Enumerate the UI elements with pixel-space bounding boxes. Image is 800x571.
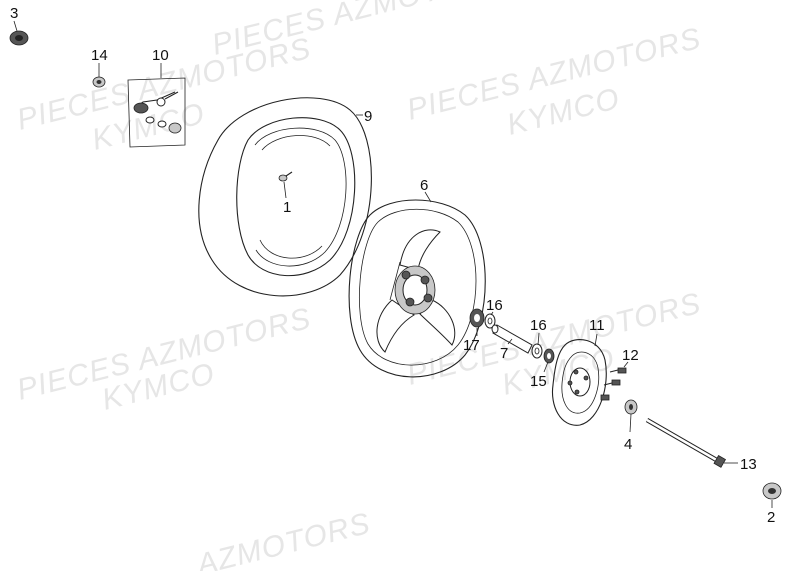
part-12-bolts	[600, 367, 627, 401]
part-7-collar	[491, 324, 533, 354]
callout-1: 1	[283, 199, 291, 216]
callout-9: 9	[364, 108, 372, 125]
watermark-text: PIECES AZMOTORS	[209, 0, 510, 62]
callout-7: 7	[500, 345, 508, 362]
part-4-spacer	[624, 399, 638, 415]
part-15-bearing	[543, 348, 555, 364]
callout-labels: 3 14 10 9 1 6 16 17 7 16 15 11 12 4 13 2	[10, 5, 775, 526]
callout-16: 16	[486, 297, 503, 314]
part-6-rim	[348, 199, 486, 378]
part-2-nut	[762, 482, 782, 500]
callout-2: 2	[767, 509, 775, 526]
part-1-valve	[278, 171, 293, 182]
callout-4: 4	[624, 436, 632, 453]
callout-14: 14	[91, 47, 108, 64]
part-13-axle	[645, 418, 727, 468]
watermark-layer: PIECES AZMOTORS KYMCO PIECES AZMOTORS KY…	[14, 0, 705, 571]
callout-15: 15	[530, 373, 547, 390]
part-16-seal	[531, 343, 543, 359]
part-17-bearing	[469, 308, 485, 328]
callout-17: 17	[463, 337, 480, 354]
leader-lines	[13, 20, 773, 508]
callout-6: 6	[420, 177, 428, 194]
part-10-valve-kit	[127, 77, 186, 148]
callout-12: 12	[622, 347, 639, 364]
callout-3: 3	[10, 5, 18, 22]
callout-13: 13	[740, 456, 757, 473]
callout-16: 16	[530, 317, 547, 334]
watermark-text: AZMOTORS	[192, 507, 374, 571]
callout-11: 11	[589, 317, 605, 334]
part-16-seal	[484, 313, 496, 329]
part-3-nut	[9, 30, 29, 46]
part-14-cap	[92, 76, 106, 88]
part-9-tire	[198, 97, 372, 297]
part-11-brake-disc	[551, 339, 607, 426]
callout-10: 10	[152, 47, 169, 64]
